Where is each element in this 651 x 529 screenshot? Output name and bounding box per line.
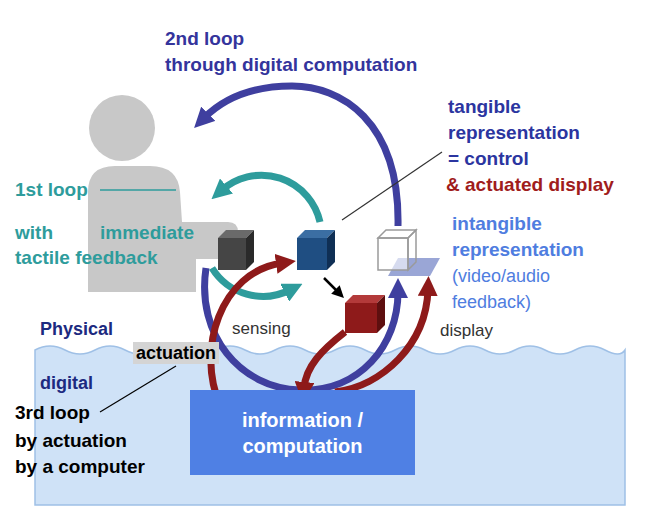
loop-label: with [15,222,53,244]
layer-label: digital [40,372,93,394]
leader-line [342,152,442,220]
digital-water [35,346,625,505]
blue-cube [297,230,335,270]
grey-cube [218,230,254,270]
loop-label: immediate [100,222,194,244]
first-loop-arc [222,175,320,222]
layer-label: Physical [40,318,113,340]
leader-line [100,189,176,191]
callout-label: representation [448,122,580,144]
leader-line [100,366,176,412]
callout-label: feedback) [452,291,531,313]
actuation-arrow [304,332,345,388]
display-arrow [335,290,428,392]
wire-cube [378,230,416,270]
second-loop-arc [204,86,398,226]
loop-label: by actuation [15,430,127,452]
flow-label: sensing [232,318,291,340]
loop-label: by a computer [15,456,145,478]
computation-box: information / computation [190,390,415,475]
loop-title: through digital computation [165,54,417,76]
layer-label: actuation [133,342,219,364]
callout-label: intangible [452,213,542,235]
callout-label: & actuated display [446,174,614,196]
loop-title: 2nd loop [165,28,244,50]
red-cube [345,295,385,333]
callout-label: = control [448,148,529,170]
box-text: information / computation [202,407,403,459]
transition-arrow [324,278,338,292]
callout-label: (video/audio [452,265,550,287]
loop-label: 1st loop [15,179,88,201]
callout-label: representation [452,239,584,261]
flow-label: display [440,320,493,342]
loop-label: tactile feedback [15,247,158,269]
loop-label: 3rd loop [15,402,90,424]
callout-label: tangible [448,96,521,118]
